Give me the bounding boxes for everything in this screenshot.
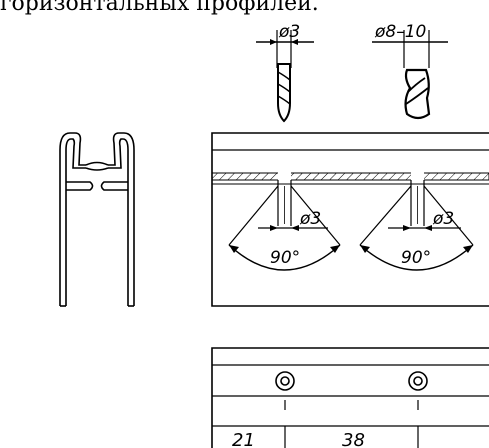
left-hole-detail: ø3 90° xyxy=(228,171,341,271)
bottom-view: 21 38 xyxy=(211,347,489,448)
profile-cross-section xyxy=(59,132,135,307)
large-drill-label: ø8–10 xyxy=(374,22,426,42)
drilling-side-view: ø3 90° ø3 90° xyxy=(211,132,489,307)
right-hole-detail: ø3 90° xyxy=(359,171,474,271)
right-angle-label: 90° xyxy=(401,248,431,268)
right-screw-hole xyxy=(408,371,428,391)
left-hole-label: ø3 xyxy=(299,209,321,229)
dimension-38: 38 xyxy=(342,430,365,448)
dimension-21: 21 xyxy=(232,430,255,448)
left-angle-label: 90° xyxy=(270,248,300,268)
small-drill-bit: ø3 xyxy=(256,22,314,123)
left-screw-hole xyxy=(275,371,295,391)
right-hole-label: ø3 xyxy=(432,209,454,229)
caption-text: горизонтальных профилей. xyxy=(0,0,319,16)
large-drill-bit: ø8–10 xyxy=(372,22,448,120)
small-drill-label: ø3 xyxy=(278,22,300,42)
